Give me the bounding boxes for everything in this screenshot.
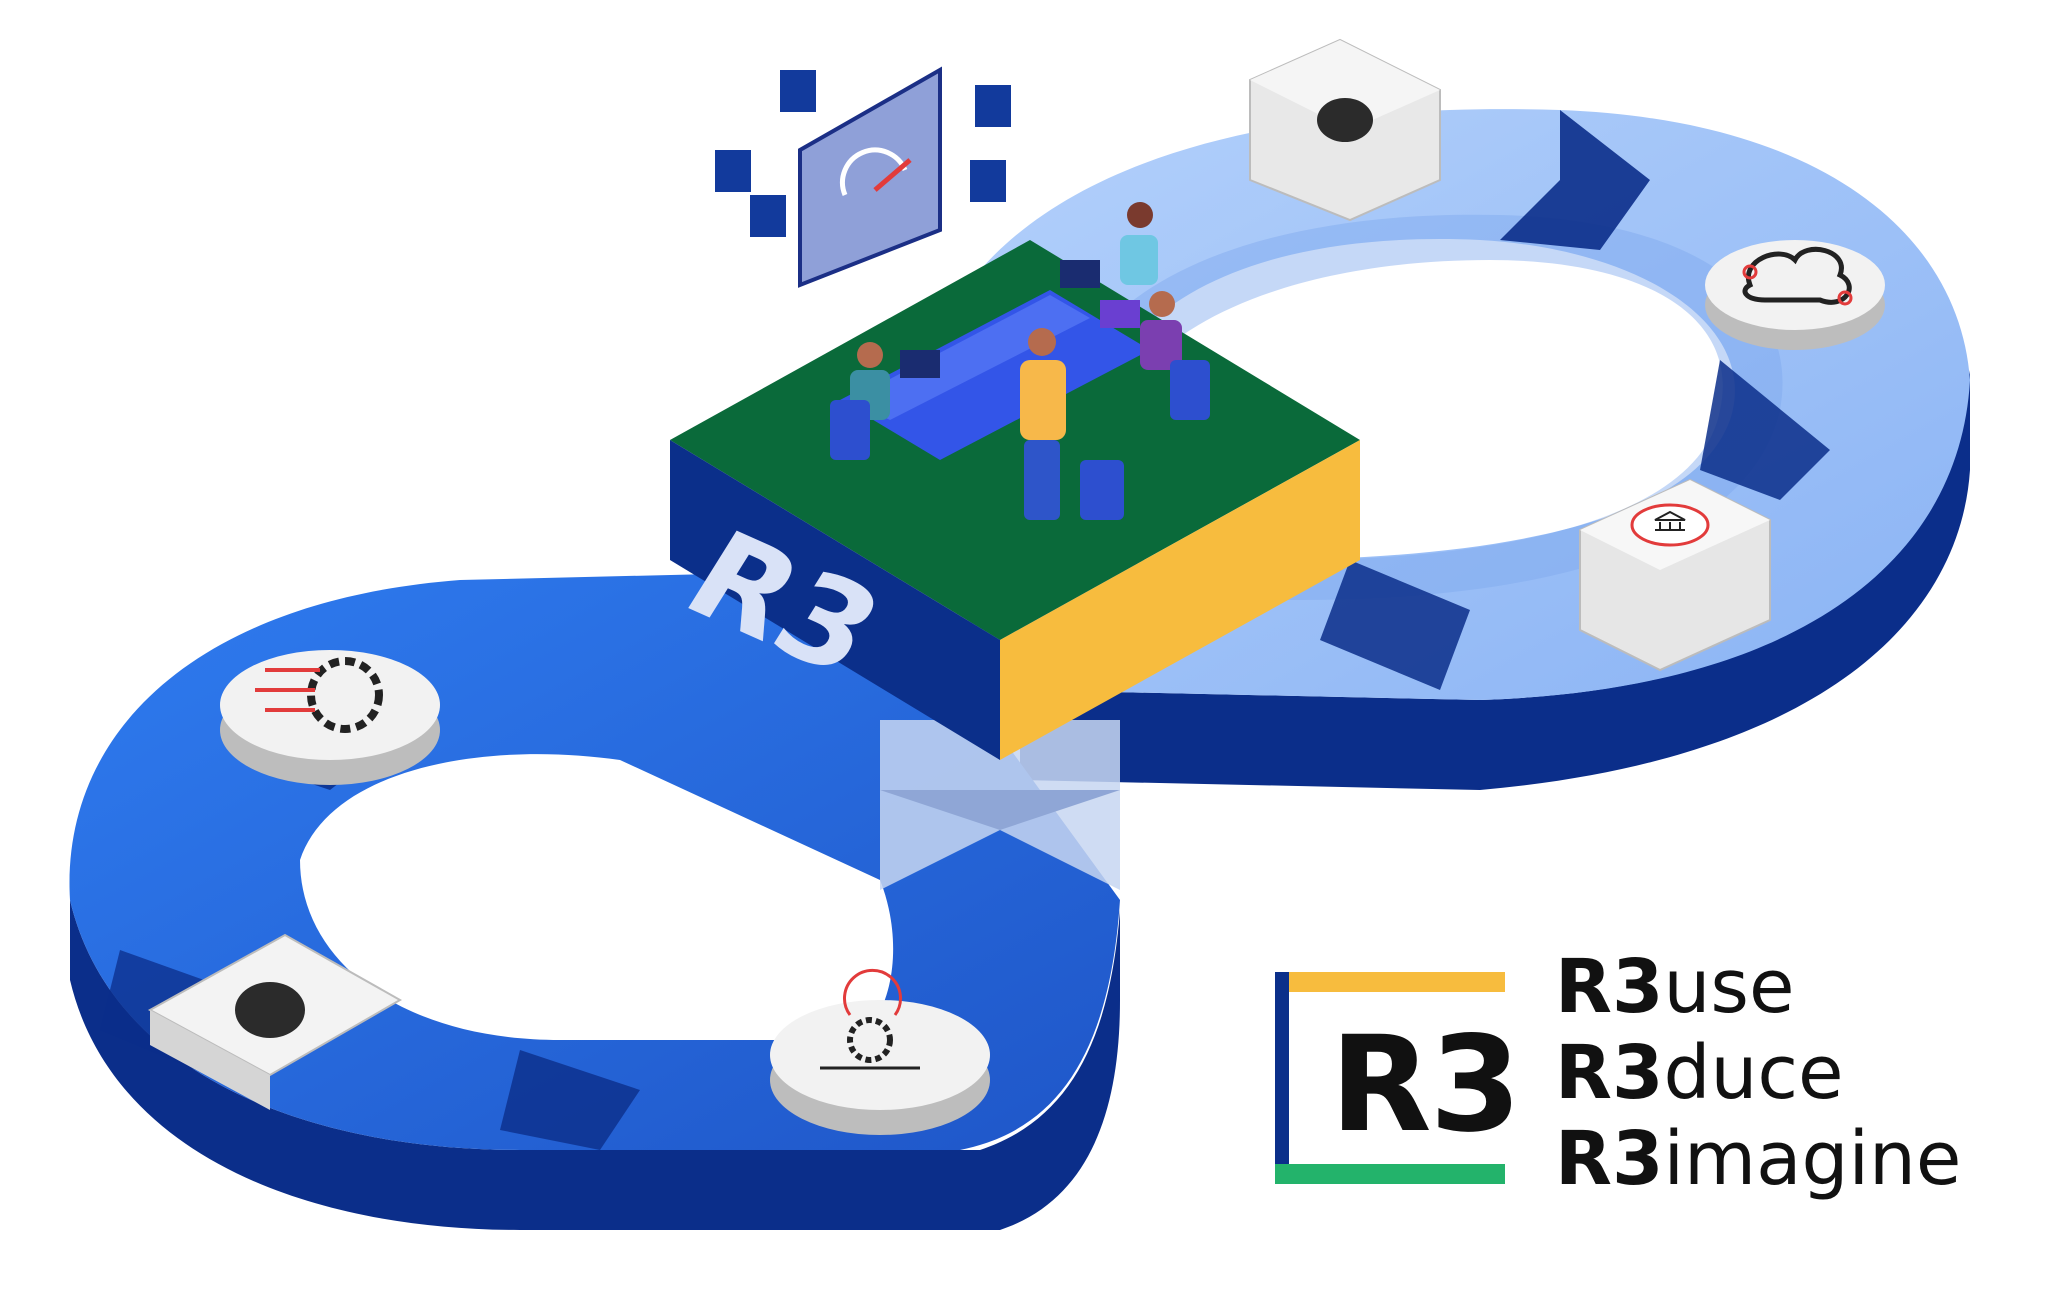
right-arrow-low	[1320, 560, 1470, 690]
loop-crossing-shade	[880, 790, 1120, 830]
logo-bar-bottom	[1275, 1164, 1505, 1184]
person-left-head	[857, 342, 883, 368]
mini-tile-2	[715, 150, 751, 192]
laptop-2	[1100, 300, 1140, 328]
cloud-server-top-icon	[1249, 38, 1441, 222]
logo-line-reimagine-suffix: imagine	[1663, 1116, 1961, 1202]
team-collaboration-illustration	[830, 202, 1210, 520]
laptop-3	[1060, 260, 1100, 288]
logo-line-reuse-prefix: R3	[1555, 944, 1663, 1030]
chair-right	[1170, 360, 1210, 420]
logo-line-reuse: R3use	[1555, 944, 1794, 1030]
loop-right-side	[1020, 370, 1970, 790]
mini-tile-3	[750, 195, 786, 237]
cube-front	[670, 440, 1000, 760]
dashboard-panel	[715, 66, 1011, 288]
cloud-network-icon	[1705, 240, 1885, 350]
logo-bar-top	[1275, 972, 1505, 992]
logo-line-reimagine-prefix: R3	[1555, 1116, 1663, 1202]
speed-gear-icon	[220, 650, 440, 785]
person-standing-legs	[1024, 440, 1060, 520]
person-back-body	[1120, 235, 1158, 285]
bank-icon	[1579, 478, 1771, 672]
cycle-gear-icon	[770, 968, 990, 1135]
person-right-body	[1140, 320, 1182, 370]
meeting-table	[840, 290, 1150, 460]
logo-bar-left	[1275, 972, 1289, 1184]
right-arrow-mid	[1700, 360, 1830, 500]
logo-line-reuse-suffix: use	[1663, 944, 1794, 1030]
logo-line-reimagine: R3imagine	[1555, 1116, 1961, 1202]
dashboard-needle	[873, 158, 912, 192]
cloud-server-bottom-icon	[147, 933, 403, 1110]
dashboard-gauge-icon	[840, 147, 908, 196]
mini-tile-5	[970, 160, 1006, 202]
person-standing-head	[1028, 328, 1056, 356]
person-back-head	[1127, 202, 1153, 228]
dashboard-screen	[798, 66, 942, 288]
r3-cube: R3	[662, 202, 1360, 760]
mini-tile-4	[975, 85, 1011, 127]
table-top-highlight	[850, 295, 1090, 420]
person-standing-body	[1020, 360, 1066, 440]
right-arrow-top	[1500, 110, 1650, 250]
laptop-1	[900, 350, 940, 378]
left-arrow-c	[500, 1050, 640, 1150]
logo-line-reduce: R3duce	[1555, 1030, 1844, 1116]
logo-mark: R3	[1330, 1008, 1520, 1162]
cube-side	[1000, 440, 1360, 760]
mini-tile-1	[780, 70, 816, 112]
r3-logo: R3 R3use R3duce R3imagine	[1275, 944, 1961, 1202]
logo-line-reduce-suffix: duce	[1663, 1030, 1843, 1116]
logo-line-reduce-prefix: R3	[1555, 1030, 1663, 1116]
loop-left-side	[70, 900, 1120, 1230]
cube-top	[670, 240, 1360, 640]
chair-front	[1080, 460, 1124, 520]
person-right-head	[1149, 291, 1175, 317]
chair-left	[830, 400, 870, 460]
